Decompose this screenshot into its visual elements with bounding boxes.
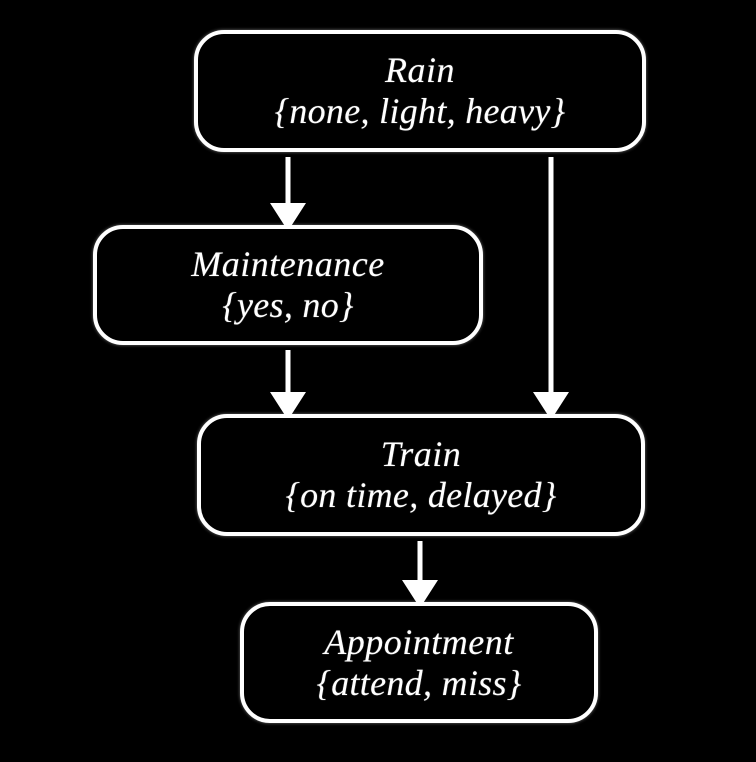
node-appointment-label: Appointment: [324, 621, 514, 662]
node-rain-label: Rain: [385, 50, 455, 91]
node-train-states: {on time, delayed}: [285, 475, 557, 515]
node-appointment-states: {attend, miss}: [316, 662, 522, 703]
node-maintenance-states: {yes, no}: [222, 285, 354, 325]
node-appointment[interactable]: Appointment {attend, miss}: [240, 602, 598, 723]
node-train-label: Train: [380, 434, 462, 475]
node-rain[interactable]: Rain {none, light, heavy}: [194, 30, 646, 152]
node-maintenance-label: Maintenance: [191, 244, 385, 285]
node-maintenance[interactable]: Maintenance {yes, no}: [93, 225, 483, 345]
node-train[interactable]: Train {on time, delayed}: [197, 414, 645, 536]
node-rain-states: {none, light, heavy}: [274, 91, 566, 131]
